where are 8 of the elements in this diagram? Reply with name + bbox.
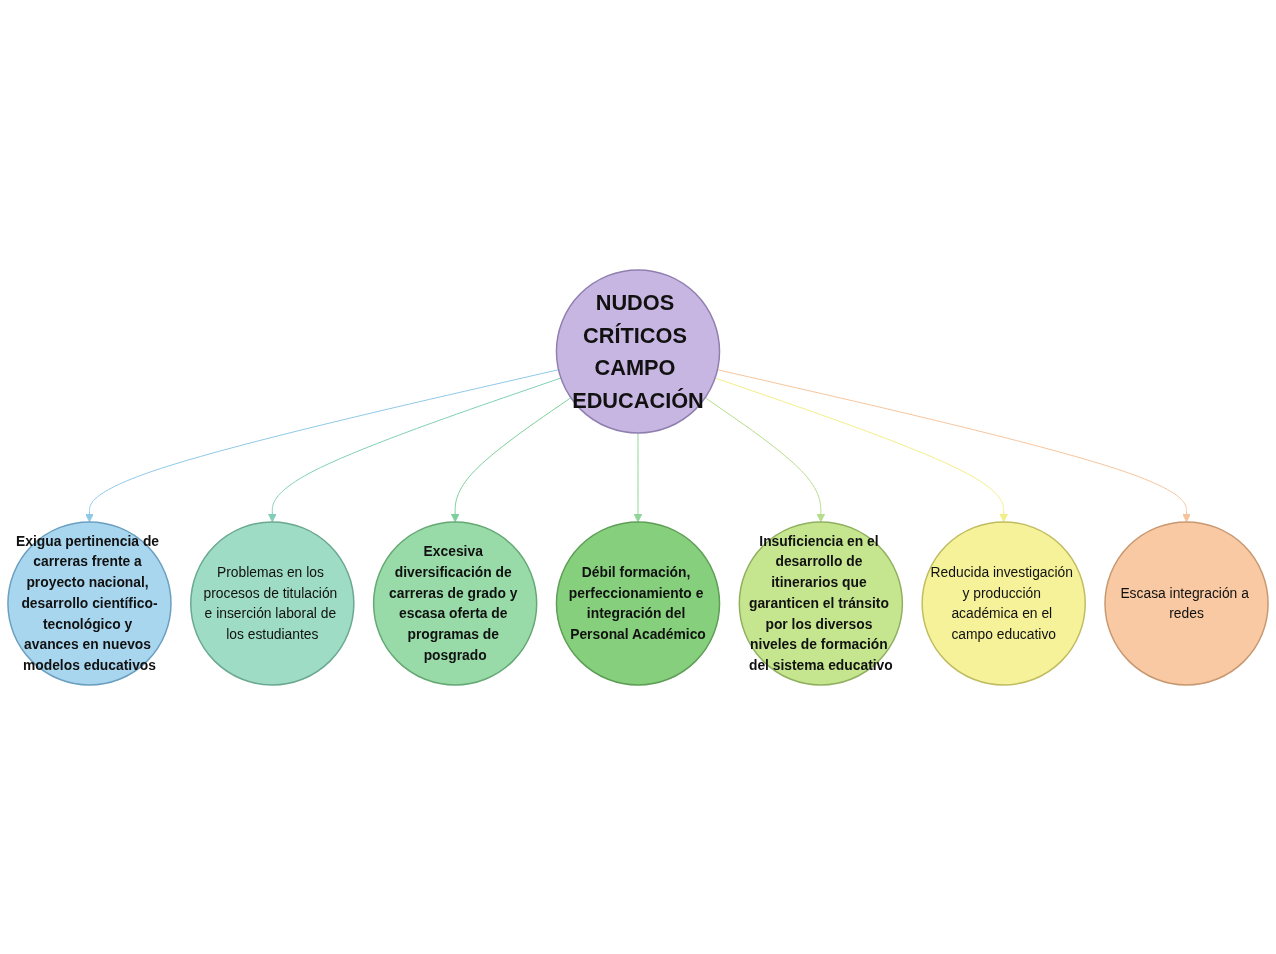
node-circle: Insuficiencia en el desarrollo de itinerarios que garanticen el tránsito por los diversos niveles de formación del sistema educativo xyxy=(738,520,904,686)
node-circle: Problemas en los procesos de titulación e inserción laboral de los estudiantes xyxy=(190,520,355,686)
node-circle: NUDOS CRÍTICOS CAMPO EDUCACIÓN xyxy=(555,268,721,434)
node-circle: Excesiva diversificación de carreras de grado y escasa oferta de programas de posgrado xyxy=(372,520,538,686)
node-circle: Escasa integración a redes xyxy=(1104,520,1269,686)
node-circle: Débil formación, perfeccionamiento e integración del Personal Académico xyxy=(555,520,721,686)
node-circle: Reducida investigación y producción académica en el campo educativo xyxy=(921,520,1086,686)
node-circle: Exigua pertinencia de carreras frente a proyecto nacional, desarrollo científico-tecnológico y avances en nuevos modelos educativos xyxy=(7,520,172,686)
